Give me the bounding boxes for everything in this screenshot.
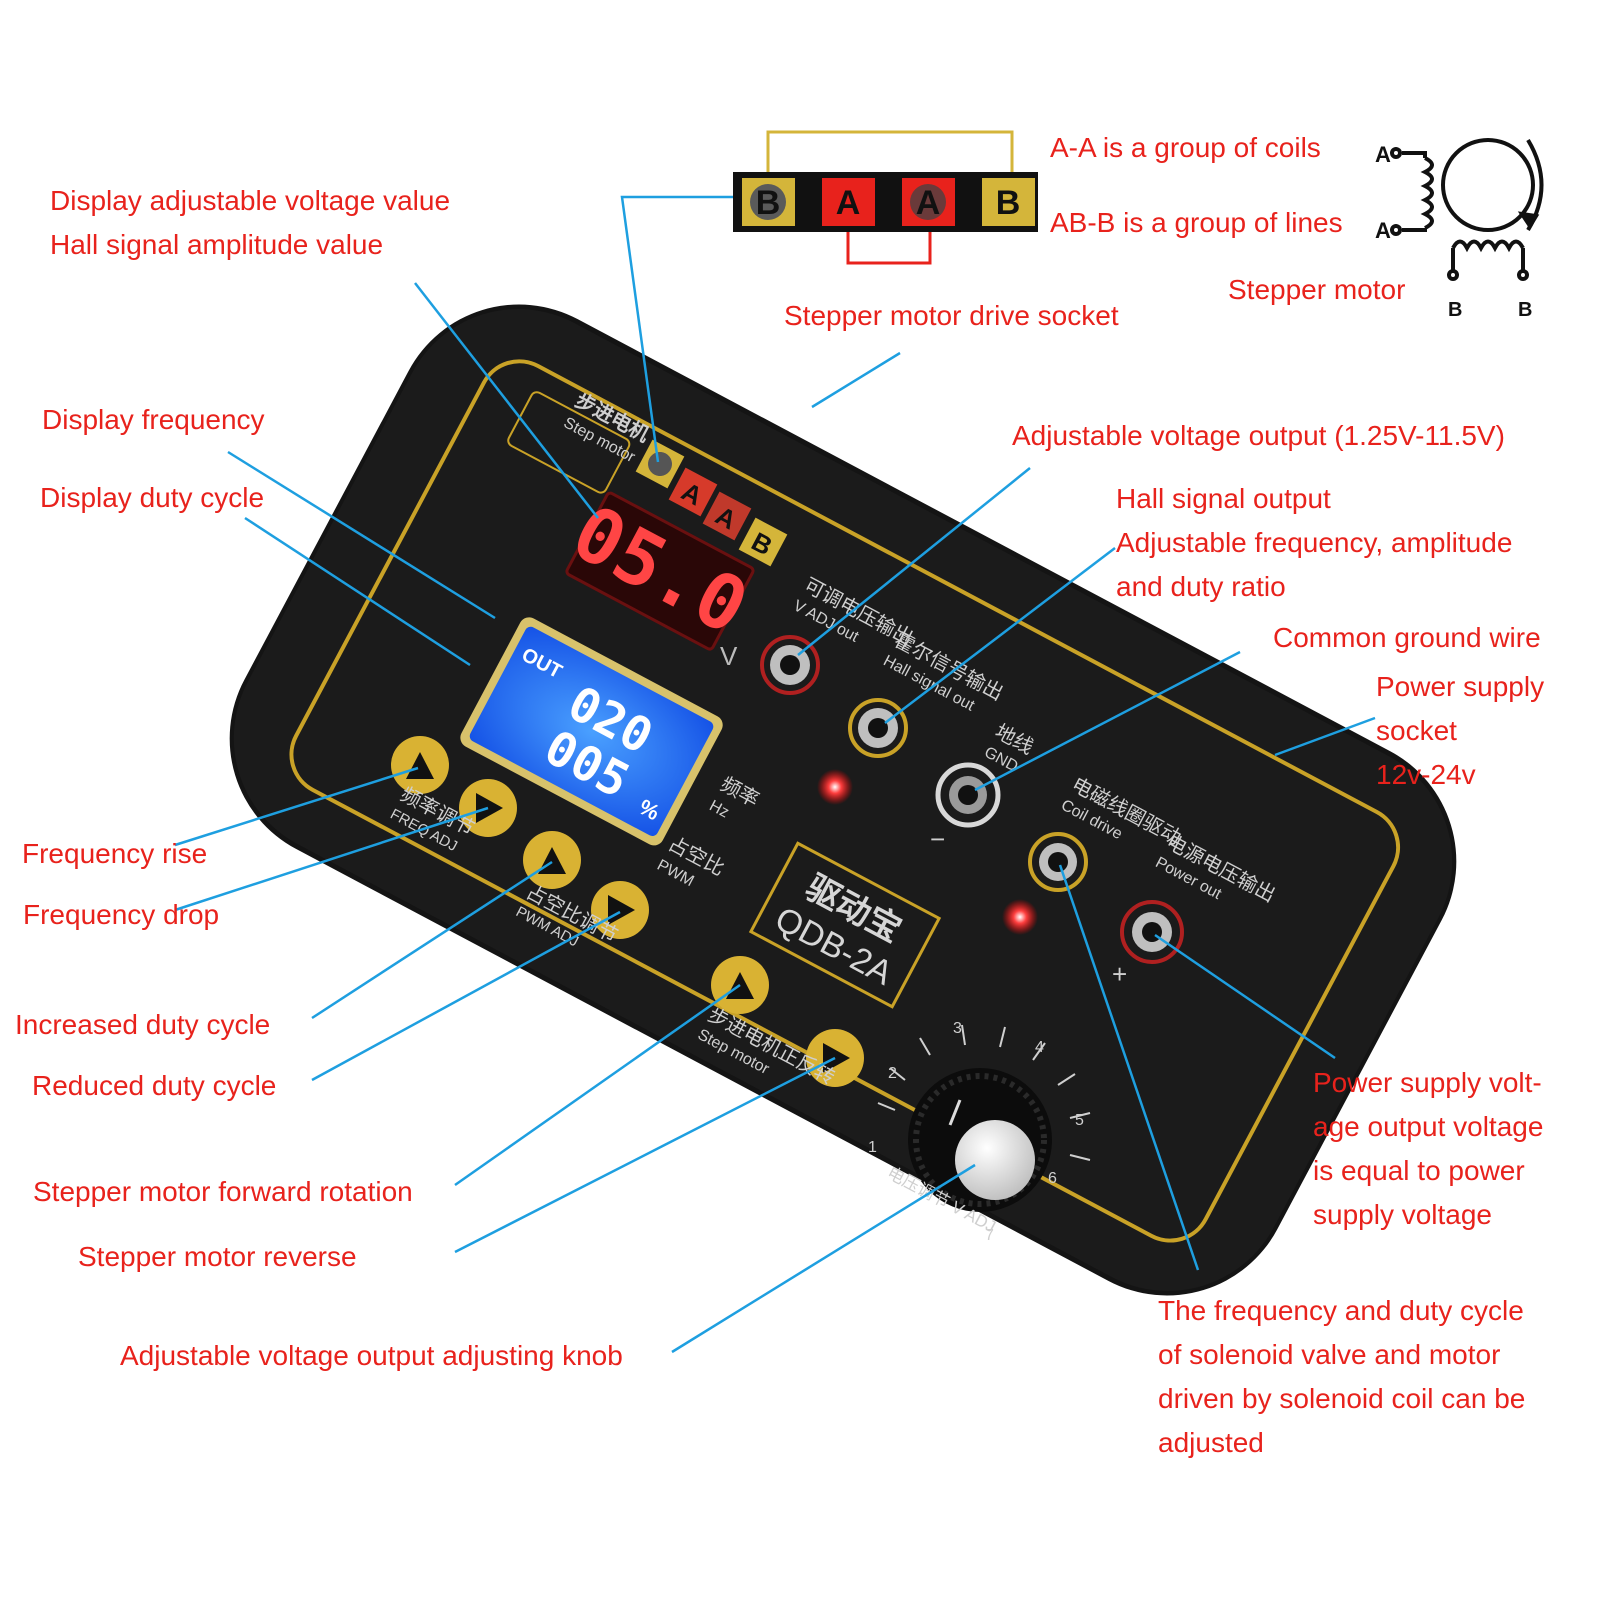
callout-adj-voltage-output: Adjustable voltage output (1.25V-11.5V) [1012, 420, 1505, 451]
minus-sign: − [930, 824, 945, 854]
callout-aa-coils: A-A is a group of coils [1050, 132, 1321, 163]
power-output-jack[interactable] [1120, 900, 1184, 964]
callout-common-ground: Common ground wire [1273, 622, 1541, 653]
callout-display-voltage: Display adjustable voltage value [50, 185, 451, 216]
connector-pin-b-right [982, 178, 1035, 226]
coil-drive-jack[interactable] [1028, 832, 1088, 892]
led-unit: V [720, 641, 738, 671]
connector-pin-label: A [916, 184, 941, 222]
panel-stepper-socket: A A B [635, 439, 788, 567]
callout-drive-socket: Stepper motor drive socket [784, 300, 1119, 331]
stepper-motor-symbol [1390, 138, 1544, 281]
gnd-jack[interactable] [935, 762, 1001, 828]
callout-power-socket-line1: Power supply [1376, 671, 1545, 702]
vadj-output-jack[interactable] [760, 635, 820, 695]
callout-power-output-line3: is equal to power [1313, 1155, 1525, 1186]
connector-pin-label: B [996, 184, 1021, 222]
callout-voltage-knob: Adjustable voltage output adjusting knob [120, 1340, 623, 1371]
callout-solenoid-line2: of solenoid valve and motor [1158, 1339, 1501, 1370]
callout-increased-duty-cycle: Increased duty cycle [15, 1009, 271, 1040]
dial-mark: 1 [868, 1139, 877, 1156]
callout-hall-output-line1: Hall signal output [1116, 483, 1331, 514]
callout-hall-output-line3: and duty ratio [1116, 571, 1286, 602]
frequency-rise-button[interactable] [391, 736, 449, 794]
callout-power-output-line1: Power supply volt- [1313, 1067, 1542, 1098]
callout-reduced-duty-cycle: Reduced duty cycle [32, 1070, 277, 1101]
status-led-2 [1002, 899, 1038, 935]
callout-solenoid-line1: The frequency and duty cycle [1158, 1295, 1524, 1326]
knob-dial-ticks [877, 1024, 1091, 1161]
hall-signal-jack[interactable] [848, 698, 908, 758]
lcd-display: OUT 020 005 % [460, 617, 723, 846]
motor-terminal-label: A [1375, 218, 1391, 243]
connector-pin-label: B [756, 184, 781, 222]
leader-lines [174, 195, 1376, 1354]
callout-power-output-line4: supply voltage [1313, 1199, 1493, 1230]
callout-stepper-motor: Stepper motor [1228, 274, 1406, 305]
connector-pin-a-left [822, 178, 875, 226]
dial-mark: 2 [888, 1065, 897, 1082]
stepper-connector-diagram: B A A B [733, 130, 1038, 265]
motor-terminal-label: B [1518, 299, 1532, 321]
duty-increase-button[interactable] [523, 831, 581, 889]
callout-abb-lines: AB-B is a group of lines [1050, 207, 1343, 238]
callout-display-duty-cycle: Display duty cycle [40, 482, 265, 513]
duty-decrease-button[interactable] [591, 881, 649, 939]
connector-pin-label: A [836, 184, 861, 222]
callout-stepper-forward: Stepper motor forward rotation [33, 1176, 413, 1207]
callout-power-output-line2: age output voltage [1313, 1111, 1544, 1142]
dial-mark: 7 [985, 1227, 994, 1244]
status-led-1 [817, 769, 853, 805]
callout-solenoid-line3: driven by solenoid coil can be [1158, 1383, 1526, 1414]
dial-mark: 3 [953, 1020, 962, 1037]
callout-frequency-rise: Frequency rise [22, 838, 208, 869]
dial-mark: 6 [1048, 1170, 1057, 1187]
callout-solenoid-line4: adjusted [1158, 1427, 1264, 1458]
plus-sign: + [1112, 959, 1127, 989]
callout-power-socket-line2: socket [1376, 715, 1457, 746]
callout-display-frequency: Display frequency [42, 404, 265, 435]
callout-hall-amplitude: Hall signal amplitude value [50, 229, 384, 260]
dial-mark: 5 [1075, 1112, 1084, 1129]
dial-mark: 4 [1035, 1039, 1044, 1056]
callout-stepper-reverse: Stepper motor reverse [78, 1241, 357, 1272]
voltage-knob[interactable] [908, 1068, 1052, 1212]
callout-power-socket-line3: 12v-24v [1376, 759, 1476, 790]
callout-frequency-drop: Frequency drop [23, 899, 220, 930]
motor-terminal-label: B [1448, 299, 1462, 321]
motor-terminal-label: A [1375, 142, 1391, 167]
callout-hall-output-line2: Adjustable frequency, amplitude [1116, 527, 1513, 558]
